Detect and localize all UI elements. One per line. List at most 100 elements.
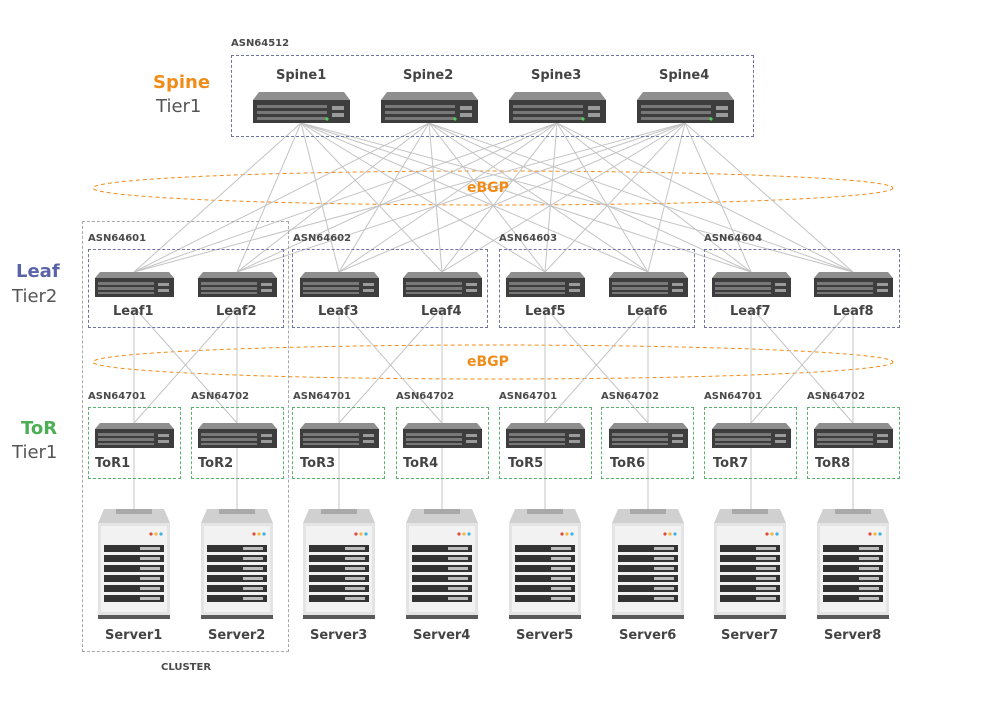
leaf-label-2: Leaf2	[216, 304, 257, 319]
spine-leaf-link	[684, 122, 752, 273]
spine-leaf-link	[300, 122, 649, 273]
tor-asn-box-5	[499, 407, 592, 479]
server-label-8: Server8	[824, 628, 882, 643]
leaf-asn-box-4	[704, 249, 900, 328]
leaf-label-3: Leaf3	[318, 304, 359, 319]
server-label-1: Server1	[105, 628, 163, 643]
spine-leaf-link	[428, 122, 443, 273]
tor-asn-box-6	[601, 407, 694, 479]
spine-leaf-link	[338, 122, 558, 273]
server-label-6: Server6	[619, 628, 677, 643]
network-switch-icon	[637, 92, 734, 127]
ebgp-lower-label: eBGP	[467, 354, 509, 370]
tor-asn-label-5: ASN64701	[499, 391, 558, 402]
spine-leaf-link	[133, 122, 558, 273]
spine-leaf-link	[133, 122, 302, 273]
network-switch-icon	[712, 423, 791, 452]
tor-label-5: ToR5	[508, 456, 544, 471]
network-switch-icon	[609, 272, 688, 301]
cluster-label: CLUSTER	[161, 662, 212, 673]
network-switch-icon	[253, 92, 350, 127]
spine-label-1: Spine1	[276, 68, 327, 83]
ebgp-upper-label: eBGP	[467, 180, 509, 196]
leaf-asn-label-2: ASN64602	[293, 233, 352, 244]
spine-leaf-link	[441, 122, 558, 273]
server-label-3: Server3	[310, 628, 368, 643]
spine-leaf-link	[428, 122, 649, 273]
spine-label-4: Spine4	[659, 68, 710, 83]
tor-asn-label-6: ASN64702	[601, 391, 660, 402]
leaf-asn-box-3	[499, 249, 695, 328]
network-switch-icon	[712, 272, 791, 301]
rack-server-icon	[612, 509, 684, 623]
tor-label-7: ToR7	[713, 456, 749, 471]
network-switch-icon	[403, 272, 482, 301]
tor-asn-box-8	[807, 407, 900, 479]
rack-server-icon	[201, 509, 273, 623]
spine-leaf-link	[441, 122, 686, 273]
rack-server-icon	[98, 509, 170, 623]
tor-asn-label-7: ASN64701	[704, 391, 763, 402]
tor-label-4: ToR4	[403, 456, 439, 471]
server-label-5: Server5	[516, 628, 574, 643]
spine-leaf-link	[236, 122, 686, 273]
tor-tier-name: ToR	[21, 418, 58, 439]
tor-asn-box-3	[292, 407, 385, 479]
tor-tier-level: Tier1	[12, 442, 58, 463]
spine-leaf-link	[133, 122, 686, 273]
spine-leaf-link	[133, 122, 430, 273]
network-switch-icon	[300, 423, 379, 452]
tor-label-3: ToR3	[300, 456, 336, 471]
tor-asn-box-7	[704, 407, 797, 479]
network-switch-icon	[814, 423, 893, 452]
tor-asn-box-1	[88, 407, 181, 479]
tor-label-1: ToR1	[95, 456, 131, 471]
tor-asn-label-4: ASN64702	[396, 391, 455, 402]
tor-asn-label-8: ASN64702	[807, 391, 866, 402]
spine-leaf-link	[544, 122, 686, 273]
tor-label-8: ToR8	[815, 456, 851, 471]
tor-asn-label-1: ASN64701	[88, 391, 147, 402]
leaf-asn-box-2	[292, 249, 488, 328]
network-switch-icon	[814, 272, 893, 301]
leaf-label-4: Leaf4	[421, 304, 462, 319]
rack-server-icon	[817, 509, 889, 623]
network-switch-icon	[95, 423, 174, 452]
cluster-box	[82, 221, 289, 652]
spine-leaf-link	[236, 122, 302, 273]
network-switch-icon	[95, 272, 174, 301]
tor-asn-label-2: ASN64702	[191, 391, 250, 402]
rack-server-icon	[303, 509, 375, 623]
network-switch-icon	[300, 272, 379, 301]
tor-asn-box-2	[191, 407, 284, 479]
spine-leaf-link	[428, 122, 752, 273]
leaf-asn-label-4: ASN64604	[704, 233, 763, 244]
tor-asn-box-4	[396, 407, 489, 479]
leaf-tier-name: Leaf	[16, 261, 60, 282]
spine-leaf-link	[300, 122, 854, 273]
network-switch-icon	[506, 272, 585, 301]
leaf-label-6: Leaf6	[627, 304, 668, 319]
spine-leaf-link	[300, 122, 340, 273]
tor-asn-label-3: ASN64701	[293, 391, 352, 402]
rack-server-icon	[406, 509, 478, 623]
server-label-7: Server7	[721, 628, 779, 643]
leaf-tier-level: Tier2	[12, 286, 58, 307]
spine-asn-label: ASN64512	[231, 38, 290, 49]
ebgp-lower-ring	[92, 344, 894, 380]
leaf-label-1: Leaf1	[113, 304, 154, 319]
spine-leaf-link	[338, 122, 430, 273]
network-switch-icon	[609, 423, 688, 452]
spine-leaf-link	[647, 122, 686, 273]
leaf-tor-link	[544, 306, 649, 424]
spine-leaf-link	[236, 122, 558, 273]
tor-label-2: ToR2	[198, 456, 234, 471]
leaf-asn-label-3: ASN64603	[499, 233, 558, 244]
spine-leaf-link	[556, 122, 854, 273]
rack-server-icon	[714, 509, 786, 623]
spine-leaf-link	[684, 122, 854, 273]
leaf-tor-link	[750, 306, 854, 424]
leaf-asn-label-1: ASN64601	[88, 233, 147, 244]
leaf-tor-link	[133, 306, 238, 424]
